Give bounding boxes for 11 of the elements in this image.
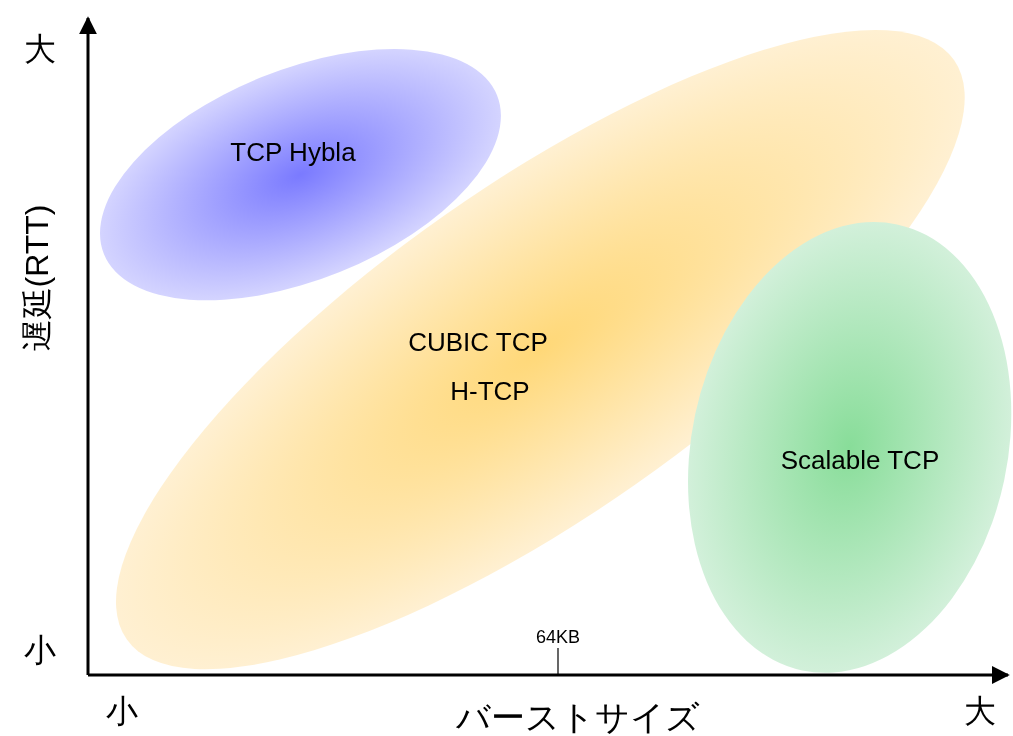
axis-max-label: 大 [24, 30, 56, 69]
algorithm-label: Scalable TCP [780, 444, 940, 476]
axis-max-label: 大 [964, 692, 996, 731]
tick-label: 64KB [536, 626, 580, 648]
axis-min-label: 小 [24, 631, 56, 670]
axis-min-label: 小 [106, 692, 138, 731]
algorithm-label: H-TCP [450, 375, 530, 407]
y-axis-title: 遅延(RTT) [18, 204, 56, 352]
algorithm-label: CUBIC TCP [408, 326, 548, 358]
algorithm-label: TCP Hybla [230, 136, 356, 168]
x-axis-title: バーストサイズ [456, 697, 700, 736]
